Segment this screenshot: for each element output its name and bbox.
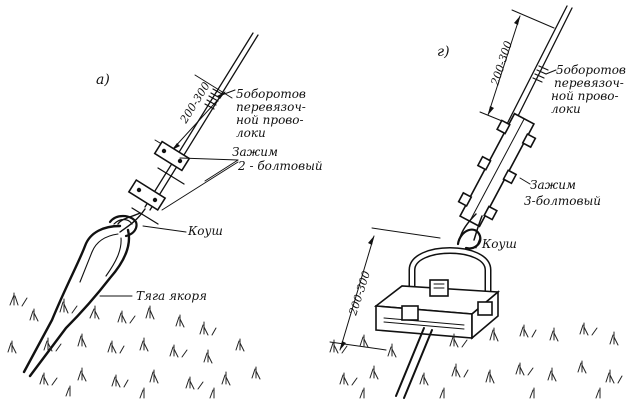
panel-b-wrap-line-3: ной прово- bbox=[551, 89, 619, 103]
panel-b-wrap-line-2: перевязоч- bbox=[554, 76, 624, 90]
panel-b-clamp bbox=[457, 112, 537, 228]
panel-a: а) 200-300 bbox=[7, 32, 323, 399]
panel-b-grass bbox=[329, 322, 623, 399]
panel-a-clamp-line-2: 2 - болтовый bbox=[237, 159, 323, 173]
panel-b-thimble-label: Коуш bbox=[481, 237, 517, 251]
panel-a-thimble bbox=[108, 214, 138, 238]
panel-a-dimension-label: 200-300 bbox=[177, 80, 213, 127]
panel-a-wrap-line-3: ной прово- bbox=[236, 113, 304, 127]
panel-a-wire-wrap-label: 5оборотов перевязоч- ной прово- локи bbox=[236, 87, 306, 140]
panel-b-anchor-assembly bbox=[373, 247, 501, 399]
panel-a-rod-label: Тяга якоря bbox=[136, 289, 207, 303]
panel-a-leaders bbox=[99, 89, 239, 297]
panel-a-grass bbox=[7, 292, 261, 399]
panel-a-wrap-line-1: 5оборотов bbox=[236, 87, 306, 101]
panel-b-leaders bbox=[475, 69, 557, 249]
panel-a-clamp-label: Зажим 2 - болтовый bbox=[232, 145, 323, 173]
panel-a-thimble-label: Коуш bbox=[187, 224, 223, 238]
panel-b-wrap-line-1: 5оборотов bbox=[556, 63, 626, 77]
panel-a-letter: а) bbox=[96, 72, 110, 88]
panel-b-binding-coil bbox=[532, 65, 549, 83]
panel-a-wire-loop bbox=[117, 208, 146, 233]
panel-b-dimension-top-label: 200-300 bbox=[488, 39, 515, 87]
panel-a-clamp-line-1: Зажим bbox=[232, 145, 278, 159]
panel-a-anchor-rod bbox=[22, 224, 131, 378]
panel-a-wrap-line-4: локи bbox=[236, 126, 266, 140]
panel-b-thimble bbox=[456, 228, 482, 250]
panel-b-clamp-line-2: 3-болтовый bbox=[524, 194, 601, 208]
panel-a-upper-clamp bbox=[153, 140, 191, 185]
panel-b-dimension-bottom-label: 200-300 bbox=[346, 269, 373, 317]
panel-b-guy-wire bbox=[505, 5, 573, 129]
panel-b-clamp-line-1: Зажим bbox=[530, 178, 576, 192]
panel-b-wire-wrap-label: 5оборотов перевязоч- ной прово- локи bbox=[551, 63, 626, 116]
panel-b-wrap-line-4: локи bbox=[551, 102, 581, 116]
panel-a-lower-clamp bbox=[127, 178, 167, 225]
panel-b-clamp-label: Зажим 3-болтовый bbox=[524, 178, 601, 208]
panel-b-letter: г) bbox=[437, 44, 450, 60]
panel-a-wrap-line-2: перевязоч- bbox=[236, 100, 306, 114]
panel-a-binding-coil bbox=[204, 88, 223, 110]
panel-b: г) 200-300 bbox=[329, 5, 626, 399]
